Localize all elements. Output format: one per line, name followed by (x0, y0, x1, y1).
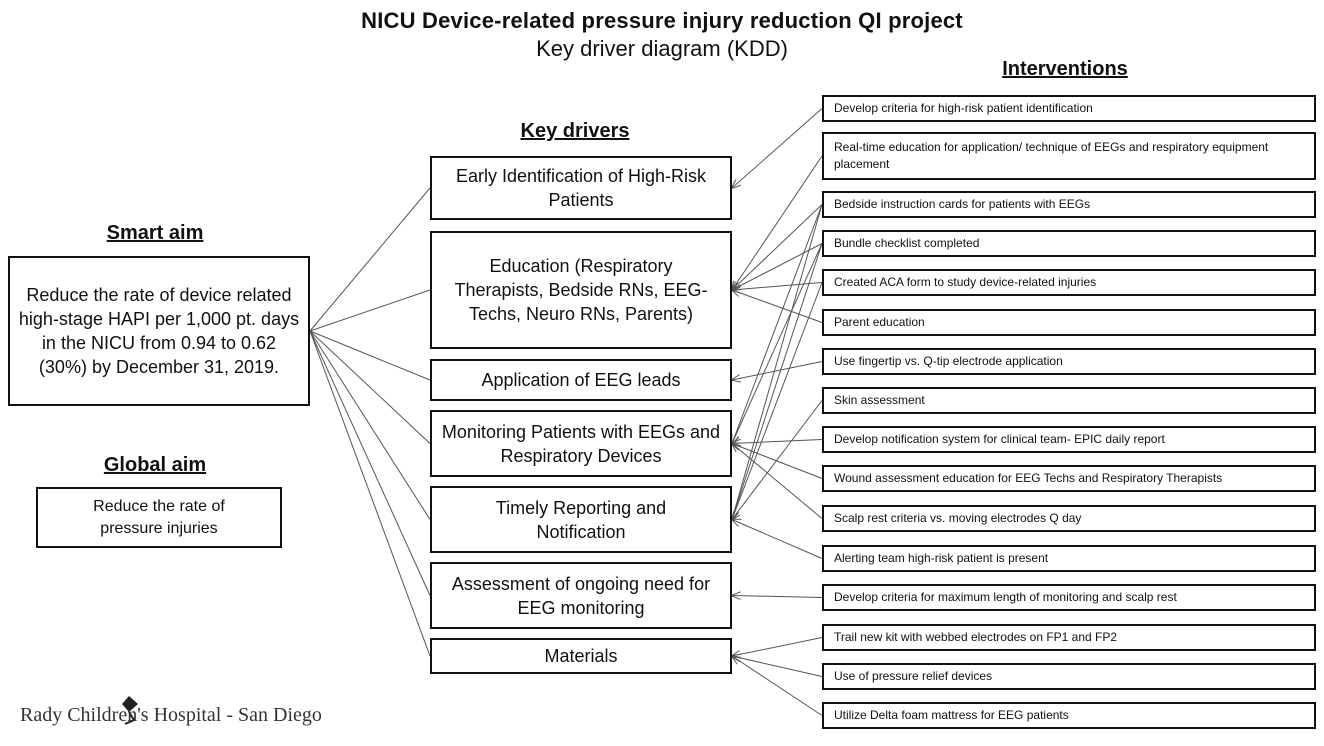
intervention-label: Bedside instruction cards for patients w… (834, 197, 1091, 211)
intervention-to-driver-arrow (732, 108, 823, 189)
intervention-3: Bundle checklist completed (822, 230, 1316, 257)
intervention-label: Use of pressure relief devices (834, 669, 993, 683)
intervention-10: Scalp rest criteria vs. moving electrode… (822, 505, 1316, 532)
intervention-to-driver-arrow (732, 361, 823, 381)
intervention-to-driver-arrow (732, 520, 823, 559)
intervention-to-driver-arrow (732, 656, 823, 677)
intervention-to-driver-arrow (732, 204, 823, 520)
intervention-to-driver-arrow (732, 204, 823, 444)
intervention-14: Use of pressure relief devices (822, 663, 1316, 690)
diagram-subtitle: Key driver diagram (KDD) (536, 36, 788, 61)
aim-to-driver-line (309, 330, 431, 444)
intervention-11: Alerting team high-risk patient is prese… (822, 545, 1316, 572)
key-driver-0: Early Identification of High-Risk Patien… (430, 156, 732, 220)
intervention-8: Develop notification system for clinical… (822, 426, 1316, 453)
key-driver-label: Early Identification of High-Risk Patien… (455, 166, 707, 210)
global-aim-text: Reduce the rate of pressure injuries (93, 497, 225, 537)
smart-aim-heading: Smart aim (106, 222, 204, 244)
intervention-label: Created ACA form to study device-related… (834, 275, 1097, 289)
intervention-to-driver-arrow (732, 637, 823, 657)
intervention-label: Parent education (834, 315, 925, 329)
intervention-to-driver-arrow (732, 243, 823, 444)
aim-to-driver-line (309, 330, 431, 657)
key-driver-2: Application of EEG leads (430, 359, 732, 401)
intervention-1: Real-time education for application/ tec… (822, 132, 1316, 180)
aim-to-driver-line (309, 187, 431, 332)
kite-logo-icon (122, 696, 138, 725)
aim-to-driver-line (309, 330, 431, 381)
key-driver-5: Assessment of ongoing need for EEG monit… (430, 562, 732, 629)
key-driver-label: Monitoring Patients with EEGs and Respir… (441, 421, 721, 466)
intervention-to-driver-arrow (732, 444, 823, 479)
intervention-0: Develop criteria for high-risk patient i… (822, 95, 1316, 122)
intervention-13: Trail new kit with webbed electrodes on … (822, 624, 1316, 651)
intervention-15: Utilize Delta foam mattress for EEG pati… (822, 702, 1316, 729)
key-driver-label: Assessment of ongoing need for EEG monit… (451, 573, 711, 618)
intervention-label: Use fingertip vs. Q-tip electrode applic… (834, 354, 1063, 368)
intervention-label: Develop criteria for maximum length of m… (834, 590, 1177, 604)
intervention-2: Bedside instruction cards for patients w… (822, 191, 1316, 218)
intervention-9: Wound assessment education for EEG Techs… (822, 465, 1316, 492)
key-driver-label: Application of EEG leads (481, 370, 681, 390)
intervention-to-driver-arrow (732, 282, 823, 291)
intervention-label: Utilize Delta foam mattress for EEG pati… (834, 708, 1069, 722)
intervention-label: Trail new kit with webbed electrodes on … (834, 630, 1118, 644)
intervention-to-driver-arrow (732, 439, 823, 444)
intervention-12: Develop criteria for maximum length of m… (822, 584, 1316, 611)
intervention-label: Real-time education for application/ tec… (834, 140, 1269, 171)
smart-aim-text: Reduce the rate of device related high-s… (18, 285, 300, 377)
intervention-to-driver-arrow (732, 282, 823, 520)
key-driver-6: Materials (430, 638, 732, 674)
intervention-to-driver-arrow (732, 155, 823, 290)
global-aim-heading: Global aim (103, 454, 207, 476)
key-driver-3: Monitoring Patients with EEGs and Respir… (430, 410, 732, 477)
key-driver-label: Education (Respiratory Therapists, Bedsi… (454, 256, 708, 324)
intervention-label: Wound assessment education for EEG Techs… (834, 471, 1223, 485)
intervention-to-driver-arrow (732, 444, 823, 519)
intervention-label: Develop notification system for clinical… (834, 432, 1165, 446)
aim-to-driver-line (309, 289, 431, 332)
intervention-to-driver-arrow (732, 243, 823, 520)
interventions-heading: Interventions (1002, 58, 1128, 80)
global-aim-box: Reduce the rate of pressure injuries (36, 487, 282, 548)
intervention-4: Created ACA form to study device-related… (822, 269, 1316, 296)
aim-to-driver-line (309, 330, 431, 520)
intervention-label: Bundle checklist completed (834, 236, 980, 250)
key-driver-label: Materials (544, 646, 618, 666)
intervention-to-driver-arrow (732, 656, 823, 716)
aim-to-driver-line (309, 330, 431, 596)
intervention-to-driver-arrow (732, 400, 823, 520)
diagram-title: NICU Device-related pressure injury redu… (361, 8, 963, 33)
hospital-logo-text: Rady Children's Hospital - San Diego (20, 704, 322, 726)
intervention-label: Skin assessment (834, 393, 925, 407)
key-driver-1: Education (Respiratory Therapists, Bedsi… (430, 231, 732, 349)
intervention-to-driver-arrow (732, 204, 823, 291)
intervention-to-driver-arrow (732, 290, 823, 323)
intervention-label: Alerting team high-risk patient is prese… (834, 551, 1049, 565)
intervention-5: Parent education (822, 309, 1316, 336)
key-driver-label: Timely Reporting and Notification (495, 497, 667, 542)
smart-aim-box: Reduce the rate of device related high-s… (8, 256, 310, 406)
intervention-label: Scalp rest criteria vs. moving electrode… (834, 511, 1082, 525)
intervention-label: Develop criteria for high-risk patient i… (834, 101, 1093, 115)
key-driver-4: Timely Reporting and Notification (430, 486, 732, 553)
intervention-7: Skin assessment (822, 387, 1316, 414)
intervention-to-driver-arrow (732, 243, 823, 291)
intervention-to-driver-arrow (732, 596, 823, 598)
key-drivers-heading: Key drivers (520, 120, 630, 142)
intervention-6: Use fingertip vs. Q-tip electrode applic… (822, 348, 1316, 375)
